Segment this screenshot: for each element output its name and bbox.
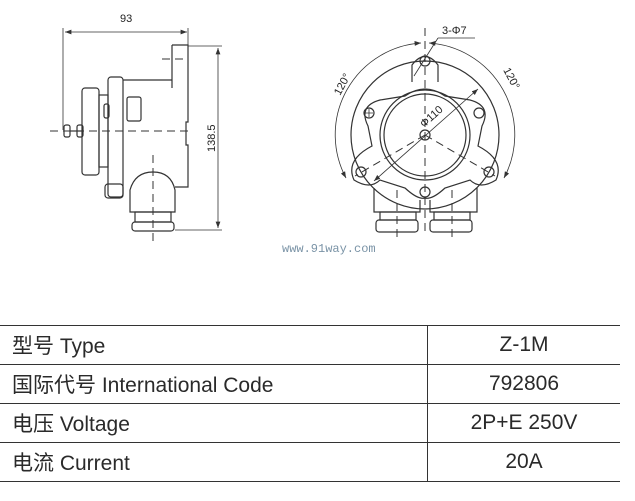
technical-drawing: 93 138.5 <box>50 13 522 246</box>
spec-table: 型号 Type Z-1M 国际代号 International Code 792… <box>0 325 620 482</box>
front-view: Φ110 3-Φ7 120° 120° <box>332 25 522 240</box>
angle-right: 120° <box>500 66 521 92</box>
spec-label: 国际代号 International Code <box>0 364 428 404</box>
watermark: www.91way.com <box>282 242 376 256</box>
table-row: 电流 Current 20A <box>0 442 620 482</box>
spec-value: 2P+E 250V <box>427 403 620 443</box>
diameter-dimension: Φ110 <box>418 104 446 131</box>
side-view: 93 138.5 <box>50 13 222 246</box>
spec-value: 792806 <box>427 364 620 404</box>
spec-label: 电压 Voltage <box>0 403 428 443</box>
spec-value: 20A <box>427 442 620 482</box>
spec-label: 型号 Type <box>0 325 428 365</box>
table-row: 国际代号 International Code 792806 <box>0 364 620 404</box>
holes-dimension: 3-Φ7 <box>442 25 467 37</box>
height-dimension: 138.5 <box>206 124 218 152</box>
spec-value: Z-1M <box>427 325 620 365</box>
width-dimension: 93 <box>120 13 132 25</box>
spec-label: 电流 Current <box>0 442 428 482</box>
table-row: 型号 Type Z-1M <box>0 325 620 365</box>
table-row: 电压 Voltage 2P+E 250V <box>0 403 620 443</box>
